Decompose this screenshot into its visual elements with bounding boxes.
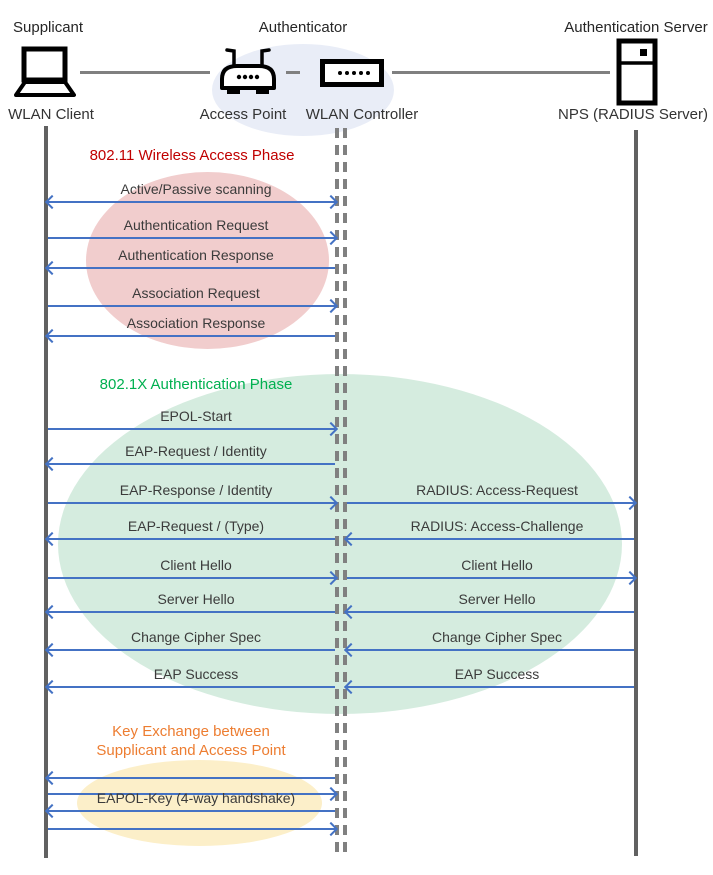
message-label: EPOL-Start xyxy=(160,408,232,424)
message-label: Change Cipher Spec xyxy=(432,629,562,645)
lifeline-wlan-client xyxy=(44,126,48,858)
message-label: Client Hello xyxy=(461,557,533,573)
message-arrow xyxy=(343,642,634,658)
message-arrow xyxy=(347,570,638,586)
message-label: RADIUS: Access-Request xyxy=(416,482,578,498)
node-label-wlan-controller: WLAN Controller xyxy=(305,106,419,123)
message-arrow xyxy=(48,570,339,586)
message-arrow xyxy=(44,604,335,620)
message-label: Association Request xyxy=(132,285,260,301)
laptop-icon xyxy=(14,46,76,97)
message-arrow xyxy=(44,194,339,210)
key-exchange-ellipse xyxy=(77,760,322,846)
message-label: Server Hello xyxy=(157,591,235,607)
lifeline-radius-server xyxy=(634,130,638,856)
message-arrow xyxy=(48,230,339,246)
message-arrow xyxy=(44,770,335,786)
phase-title-wireless-access: 802.11 Wireless Access Phase xyxy=(89,147,295,164)
message-arrow xyxy=(343,531,634,547)
link-client-to-ap xyxy=(80,71,210,74)
authentication-phase-ellipse xyxy=(58,374,622,714)
lifeline-wlan-controller-right xyxy=(343,128,347,852)
message-arrow xyxy=(343,604,634,620)
phase-title-dot1x-authentication: 802.1X Authentication Phase xyxy=(99,376,293,393)
message-arrow xyxy=(48,495,339,511)
message-label: Association Response xyxy=(126,315,266,331)
node-label-access-point: Access Point xyxy=(199,106,287,123)
message-label: EAP-Request / Identity xyxy=(125,443,267,459)
message-arrow xyxy=(347,495,638,511)
message-label: Active/Passive scanning xyxy=(120,181,272,197)
message-label: Authentication Response xyxy=(118,247,274,263)
role-label-supplicant: Supplicant xyxy=(13,19,84,36)
message-label: EAP-Response / Identity xyxy=(119,482,273,498)
message-label: Authentication Request xyxy=(123,217,269,233)
message-label: EAP-Request / (Type) xyxy=(127,518,265,534)
message-arrow xyxy=(44,531,335,547)
role-label-authentication-server: Authentication Server xyxy=(564,19,708,36)
message-label: Server Hello xyxy=(458,591,536,607)
message-arrow xyxy=(44,679,335,695)
lifeline-wlan-controller-left xyxy=(335,128,339,852)
message-label: Client Hello xyxy=(160,557,232,573)
message-arrow xyxy=(44,328,335,344)
role-label-authenticator: Authenticator xyxy=(258,19,348,36)
message-arrow xyxy=(343,679,634,695)
link-ap-to-controller xyxy=(286,71,300,74)
message-arrow xyxy=(44,642,335,658)
server-icon xyxy=(616,38,658,106)
message-arrow xyxy=(48,821,339,837)
message-arrow xyxy=(44,260,335,276)
message-arrow xyxy=(48,298,339,314)
message-arrow xyxy=(48,421,339,437)
node-label-nps-radius-server: NPS (RADIUS Server) xyxy=(557,106,709,123)
message-arrow xyxy=(48,786,339,802)
message-label: Change Cipher Spec xyxy=(131,629,261,645)
message-arrow xyxy=(44,456,335,472)
phase-title-key-exchange-line1: Key Exchange between xyxy=(112,723,270,740)
phase-title-key-exchange-line2: Supplicant and Access Point xyxy=(96,742,286,759)
message-arrow xyxy=(44,803,335,819)
link-controller-to-server xyxy=(392,71,610,74)
message-label: EAP Success xyxy=(153,666,239,682)
phase-title-key-exchange: Key Exchange between Supplicant and Acce… xyxy=(96,722,285,760)
message-label: RADIUS: Access-Challenge xyxy=(410,518,584,534)
message-label: EAPOL-Key (4-way handshake) xyxy=(96,790,296,806)
access-point-icon xyxy=(220,48,276,94)
message-label: EAP Success xyxy=(454,666,540,682)
node-label-wlan-client: WLAN Client xyxy=(8,106,94,123)
wlan-controller-icon xyxy=(320,59,384,87)
